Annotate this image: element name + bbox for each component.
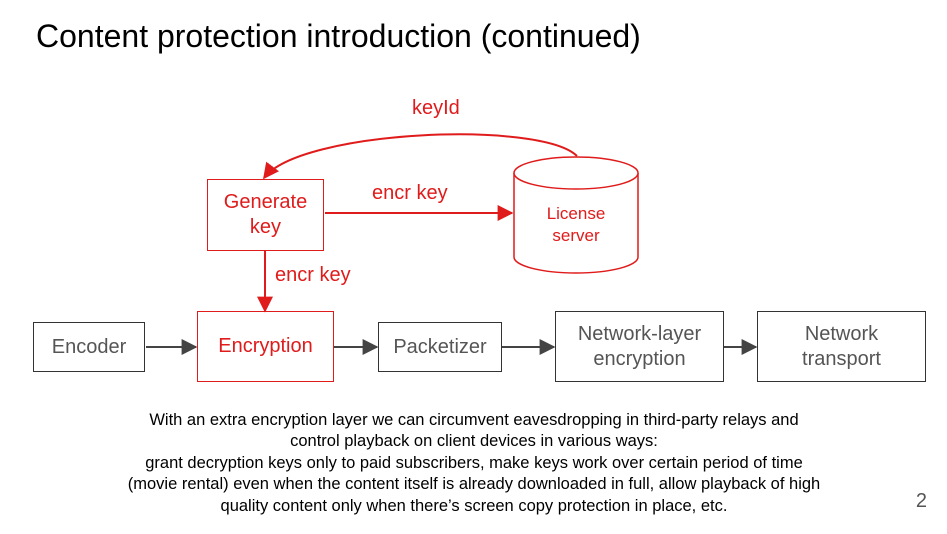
caption-line: quality content only when there’s screen… — [220, 496, 728, 515]
encr-key-server-label: encr key — [372, 182, 448, 204]
network-layer-encryption-node: Network-layer encryption — [555, 311, 724, 382]
encryption-node: Encryption — [197, 311, 334, 382]
network-layer-encryption-label: Network-layer encryption — [577, 322, 702, 370]
caption-line: grant decryption keys only to paid subsc… — [145, 453, 803, 472]
slide-caption: With an extra encryption layer we can ci… — [60, 410, 888, 517]
caption-line: (movie rental) even when the content its… — [127, 475, 821, 494]
keyid-arrow — [263, 133, 578, 180]
network-transport-node: Network transport — [757, 311, 926, 382]
generate-key-label: Generate key — [223, 191, 308, 238]
keyid-label: keyId — [412, 97, 460, 119]
caption-line: With an extra encryption layer we can ci… — [149, 411, 799, 429]
encr-key-encryption-label: encr key — [275, 264, 351, 286]
network-transport-label: Network transport — [802, 322, 881, 370]
license-server-cylinder — [513, 156, 639, 274]
caption-line: control playback on client devices in va… — [290, 432, 658, 451]
slide-title: Content protection introduction (continu… — [36, 18, 641, 54]
generate-key-node: Generate key — [207, 179, 324, 251]
encoder-node: Encoder — [33, 322, 145, 372]
encryption-label: Encryption — [218, 335, 313, 357]
license-server-label: License server — [546, 204, 606, 246]
encoder-label: Encoder — [51, 335, 127, 358]
page-number: 2 — [915, 490, 927, 512]
packetizer-node: Packetizer — [378, 322, 502, 372]
packetizer-label: Packetizer — [393, 335, 487, 358]
